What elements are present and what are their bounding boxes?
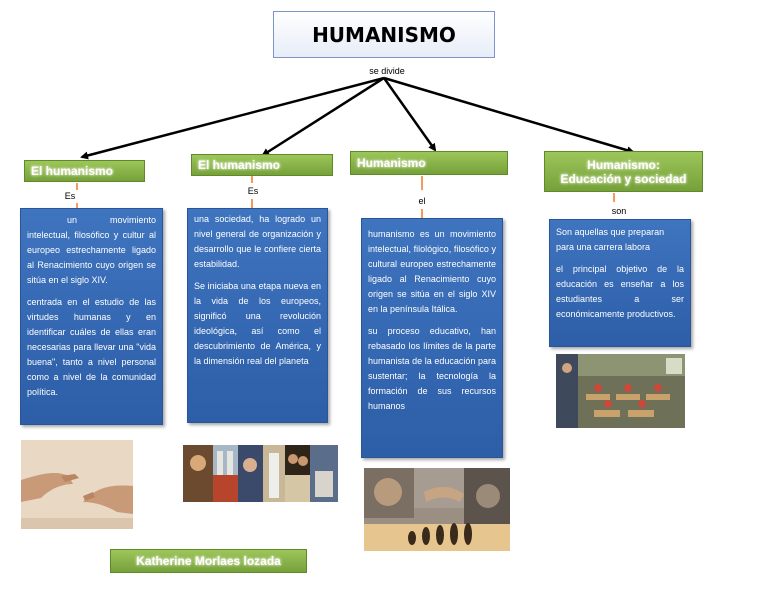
branch-1-tick-lower — [76, 203, 78, 208]
connector-label: se divide — [369, 66, 405, 76]
branch-3-tick — [421, 176, 423, 190]
arrow-to-branch-4 — [383, 76, 635, 155]
branch-2-link: Es — [247, 186, 259, 196]
branch-3-paragraph-2: su proceso educativo, han rebasado los l… — [368, 326, 496, 411]
branch-4-paragraph-1: Son aquellas que preparan para una carre… — [556, 227, 665, 252]
branch-1-box: un movimiento intelectual, filosófico y … — [20, 208, 163, 425]
branch-1-paragraph-1: un movimiento intelectual, filosófico y … — [27, 215, 156, 285]
branch-4-tick — [613, 193, 615, 202]
human-evolution-image — [364, 468, 510, 551]
branch-3-header: Humanismo — [350, 151, 508, 175]
branch-2-box: una sociedad, ha logrado un nivel genera… — [187, 208, 328, 423]
main-title: HUMANISMO — [273, 11, 495, 58]
renaissance-collage-image — [183, 445, 338, 502]
branch-4-header-line-2: Educación y sociedad — [560, 171, 687, 186]
branch-4-header: Humanismo: Educación y sociedad — [544, 151, 703, 192]
branch-2-tick-lower — [251, 199, 253, 208]
branch-2-header: El humanismo — [191, 154, 333, 176]
arrow-to-branch-2 — [261, 76, 385, 157]
arrow-to-branch-1 — [80, 76, 385, 160]
branch-1-tick — [76, 183, 78, 190]
classroom-image — [556, 354, 685, 428]
branch-2-paragraph-1: una sociedad, ha logrado un nivel genera… — [194, 214, 321, 269]
branch-4-header-line-1: Humanismo: — [587, 157, 660, 172]
branch-1-paragraph-2: centrada en el estudio de las virtudes h… — [27, 297, 156, 397]
arrow-to-branch-3 — [382, 77, 437, 152]
branch-2-tick — [251, 176, 253, 183]
branch-4-paragraph-2: el principal objetivo de la educación es… — [556, 264, 684, 319]
branch-3-box: humanismo es un movimiento intelectual, … — [361, 218, 503, 458]
branch-3-paragraph-1: humanismo es un movimiento intelectual, … — [368, 229, 496, 314]
branch-1-header: El humanismo — [24, 160, 145, 182]
branch-2-paragraph-2: Se iniciaba una etapa nueva en la vida d… — [194, 281, 321, 366]
branch-4-box: Son aquellas que preparan para una carre… — [549, 219, 691, 347]
creation-of-adam-image — [21, 440, 133, 529]
branch-3-tick-lower — [421, 209, 423, 218]
branch-4-link: son — [611, 206, 627, 216]
branch-3-link: el — [418, 196, 426, 206]
author-label: Katherine Morlaes lozada — [110, 549, 307, 573]
branch-1-link: Es — [64, 191, 76, 201]
